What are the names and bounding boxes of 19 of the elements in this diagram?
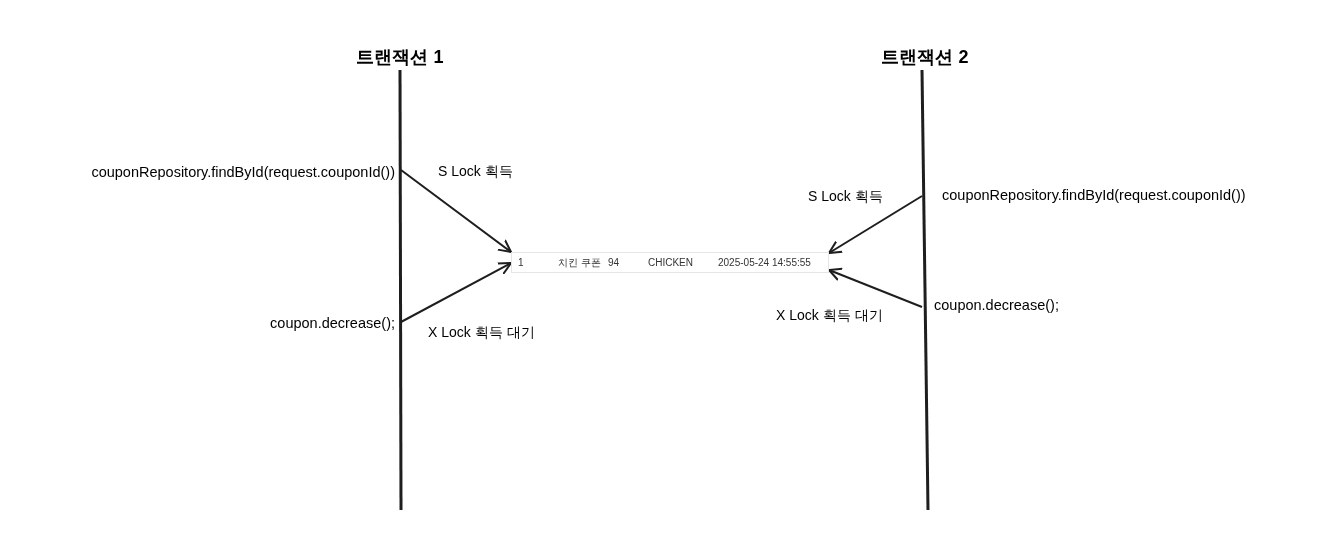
arrow bbox=[828, 195, 923, 254]
table-cell: 치킨 쿠폰 bbox=[558, 256, 601, 269]
edge-label: X Lock 획득 대기 bbox=[776, 307, 883, 325]
edge-label: S Lock 획득 bbox=[808, 188, 883, 206]
code-text: couponRepository.findById(request.couponId()) bbox=[91, 162, 395, 182]
code-text: coupon.decrease(); bbox=[934, 295, 1059, 315]
code-text: coupon.decrease(); bbox=[270, 313, 395, 333]
transaction-title: 트랜잭션 1 bbox=[356, 45, 444, 69]
table-cell: 1 bbox=[518, 256, 524, 269]
edge-label: X Lock 획득 대기 bbox=[428, 324, 535, 342]
arrow bbox=[400, 169, 512, 253]
code-text: couponRepository.findById(request.couponId()) bbox=[942, 185, 1246, 205]
edge-label: S Lock 획득 bbox=[438, 163, 513, 181]
table-cell: 2025-05-24 14:55:55 bbox=[718, 256, 811, 269]
table-cell: CHICKEN bbox=[648, 256, 693, 269]
arrow bbox=[828, 267, 923, 308]
table-row bbox=[511, 252, 829, 273]
table-cell: 94 bbox=[608, 256, 620, 269]
transaction-title: 트랜잭션 2 bbox=[881, 45, 969, 69]
